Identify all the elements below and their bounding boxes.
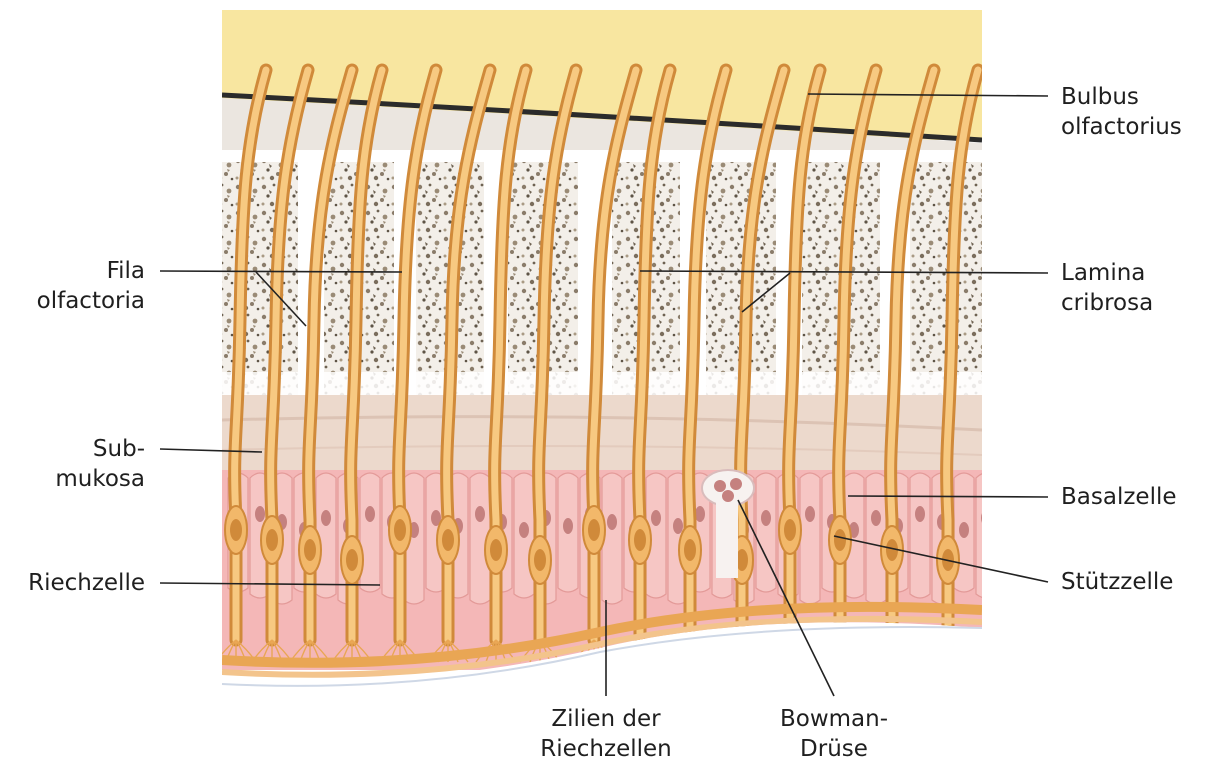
label-lamina-cribrosa: Lamina cribrosa	[1061, 258, 1153, 318]
receptor-cell-nucleus	[534, 549, 546, 571]
label-bulbus-olfactorius: Bulbus olfactorius	[1061, 82, 1182, 142]
label-bowman-druese: Bowman- Drüse	[774, 704, 894, 764]
receptor-cell-nucleus	[346, 549, 358, 571]
cell-nucleus	[805, 506, 815, 522]
receptor-cell-nucleus	[834, 529, 846, 551]
leader-basalzelle	[848, 496, 1048, 497]
epithelial-cell	[360, 473, 380, 592]
cilium	[790, 640, 800, 662]
leader-fila	[160, 271, 402, 272]
label-riechzelle: Riechzelle	[28, 568, 145, 598]
cell-nucleus	[519, 522, 529, 538]
label-fila-olfactoria: Fila olfactoria	[37, 256, 145, 316]
cell-nucleus	[981, 510, 991, 526]
label-submukosa: Sub- mukosa	[55, 434, 145, 494]
cilium	[928, 640, 948, 662]
cilium	[892, 640, 912, 662]
cell-nucleus	[321, 510, 331, 526]
cell-nucleus	[761, 510, 771, 526]
cell-nucleus	[695, 506, 705, 522]
cilium	[620, 640, 640, 662]
cilium	[948, 640, 958, 662]
cell-nucleus	[475, 506, 485, 522]
cell-nucleus	[563, 518, 573, 534]
receptor-cell-nucleus	[304, 539, 316, 561]
epithelial-cell	[976, 473, 996, 598]
cell-nucleus	[673, 518, 683, 534]
cilium	[722, 640, 742, 662]
epithelial-cell	[756, 473, 776, 592]
receptor-cell-nucleus	[784, 519, 796, 541]
cilium	[948, 640, 968, 662]
cilium	[630, 640, 640, 662]
receptor-cell-nucleus	[394, 519, 406, 541]
tissue-section	[216, 10, 996, 675]
cell-nucleus	[915, 506, 925, 522]
receptor-cell-nucleus	[588, 519, 600, 541]
cell-nucleus	[651, 510, 661, 526]
cell-nucleus	[871, 510, 881, 526]
cell-nucleus	[255, 506, 265, 522]
label-stuetzzelle: Stützzelle	[1061, 567, 1173, 597]
receptor-cell-nucleus	[634, 529, 646, 551]
cell-nucleus	[365, 506, 375, 522]
cilium	[938, 640, 948, 662]
cilium	[732, 640, 742, 662]
cilium	[820, 640, 840, 662]
cell-nucleus	[607, 514, 617, 530]
cilium	[690, 640, 710, 662]
receptor-cell-nucleus	[230, 519, 242, 541]
receptor-cell-nucleus	[266, 529, 278, 551]
cilium	[882, 640, 892, 662]
epithelial-cell	[800, 473, 820, 604]
cilium	[790, 640, 810, 662]
cell-nucleus	[959, 522, 969, 538]
cilium	[840, 640, 850, 662]
cilium	[680, 640, 690, 662]
epithelial-cell	[910, 473, 930, 598]
receptor-cell-nucleus	[684, 539, 696, 561]
receptor-cell-nucleus	[442, 529, 454, 551]
label-basalzelle: Basalzelle	[1061, 482, 1177, 512]
cilium	[830, 640, 840, 662]
cilium	[872, 640, 892, 662]
cilium	[670, 640, 690, 662]
cilium	[742, 640, 752, 662]
label-zilien-der-riechzellen: Zilien der Riechzellen	[526, 704, 686, 764]
cilium	[892, 640, 902, 662]
cilium	[840, 640, 860, 662]
cilium	[770, 640, 790, 662]
cilium	[780, 640, 790, 662]
cilium	[690, 640, 700, 662]
receptor-cell-nucleus	[490, 539, 502, 561]
cilium	[742, 640, 762, 662]
